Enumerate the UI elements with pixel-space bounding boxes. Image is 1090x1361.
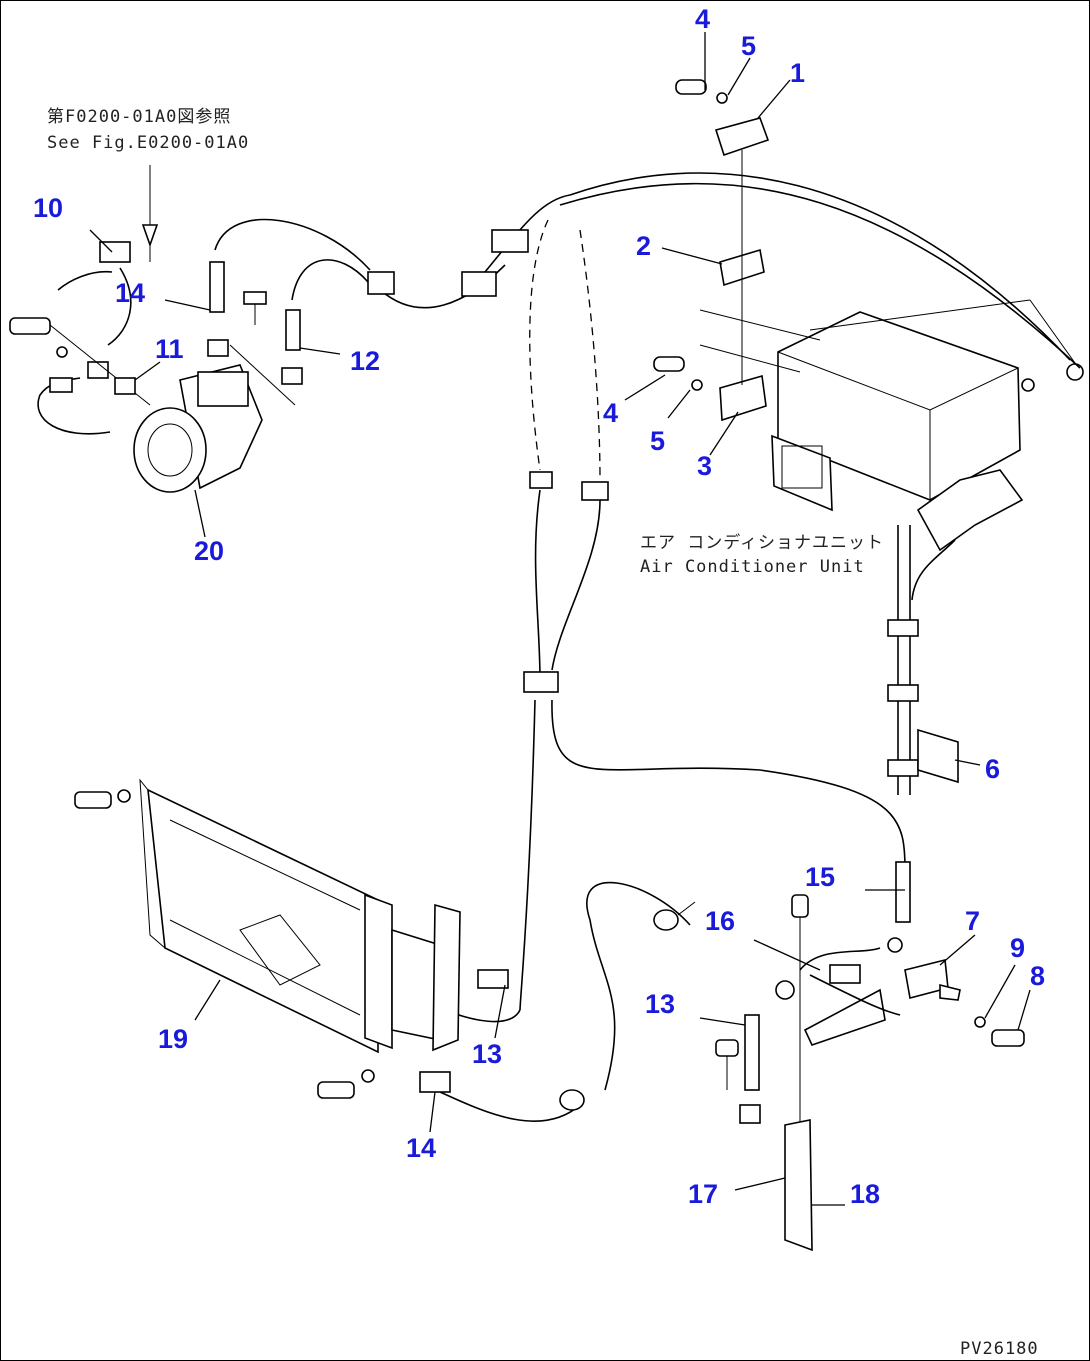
callout-13-left: 13 bbox=[472, 1039, 502, 1069]
leader-lines bbox=[89, 32, 1031, 1206]
receiver-bracket-group bbox=[715, 861, 1025, 1252]
refrigerant-hoses bbox=[214, 172, 1081, 1122]
callout-14-lower: 14 bbox=[406, 1133, 436, 1163]
callout-14-upper: 14 bbox=[115, 278, 145, 308]
air-conditioner-unit bbox=[699, 299, 1084, 795]
unit-label-jp: エア コンディショナユニット bbox=[640, 532, 884, 553]
callout-9: 9 bbox=[1010, 933, 1025, 963]
callout-16: 16 bbox=[705, 906, 735, 936]
callout-5-lower: 5 bbox=[650, 426, 665, 456]
callout-2: 2 bbox=[636, 231, 651, 261]
condenser bbox=[74, 778, 509, 1099]
callout-18: 18 bbox=[850, 1179, 880, 1209]
callout-3: 3 bbox=[697, 451, 712, 481]
callout-11: 11 bbox=[155, 334, 184, 364]
figure-code: PV26180 bbox=[960, 1339, 1039, 1359]
callout-15: 15 bbox=[805, 862, 835, 892]
compressor bbox=[9, 165, 303, 493]
callout-1: 1 bbox=[790, 58, 805, 88]
reference-note-jp: 第F0200-01A0図参照 bbox=[47, 107, 231, 127]
callout-7: 7 bbox=[965, 906, 980, 936]
callout-8: 8 bbox=[1030, 961, 1045, 991]
callout-20: 20 bbox=[194, 536, 224, 566]
callout-12: 12 bbox=[350, 346, 380, 376]
callout-10: 10 bbox=[33, 193, 63, 223]
bracket-assembly bbox=[653, 79, 770, 422]
callout-19: 19 bbox=[158, 1024, 188, 1054]
callout-17: 17 bbox=[688, 1179, 718, 1209]
callout-4-lower: 4 bbox=[603, 398, 618, 428]
reference-note-en: See Fig.E0200-01A0 bbox=[47, 133, 249, 153]
callout-5: 5 bbox=[741, 31, 756, 61]
callout-6: 6 bbox=[985, 754, 1000, 784]
unit-label-en: Air Conditioner Unit bbox=[640, 557, 865, 577]
callout-13-right: 13 bbox=[645, 989, 675, 1019]
callout-4: 4 bbox=[695, 4, 710, 34]
